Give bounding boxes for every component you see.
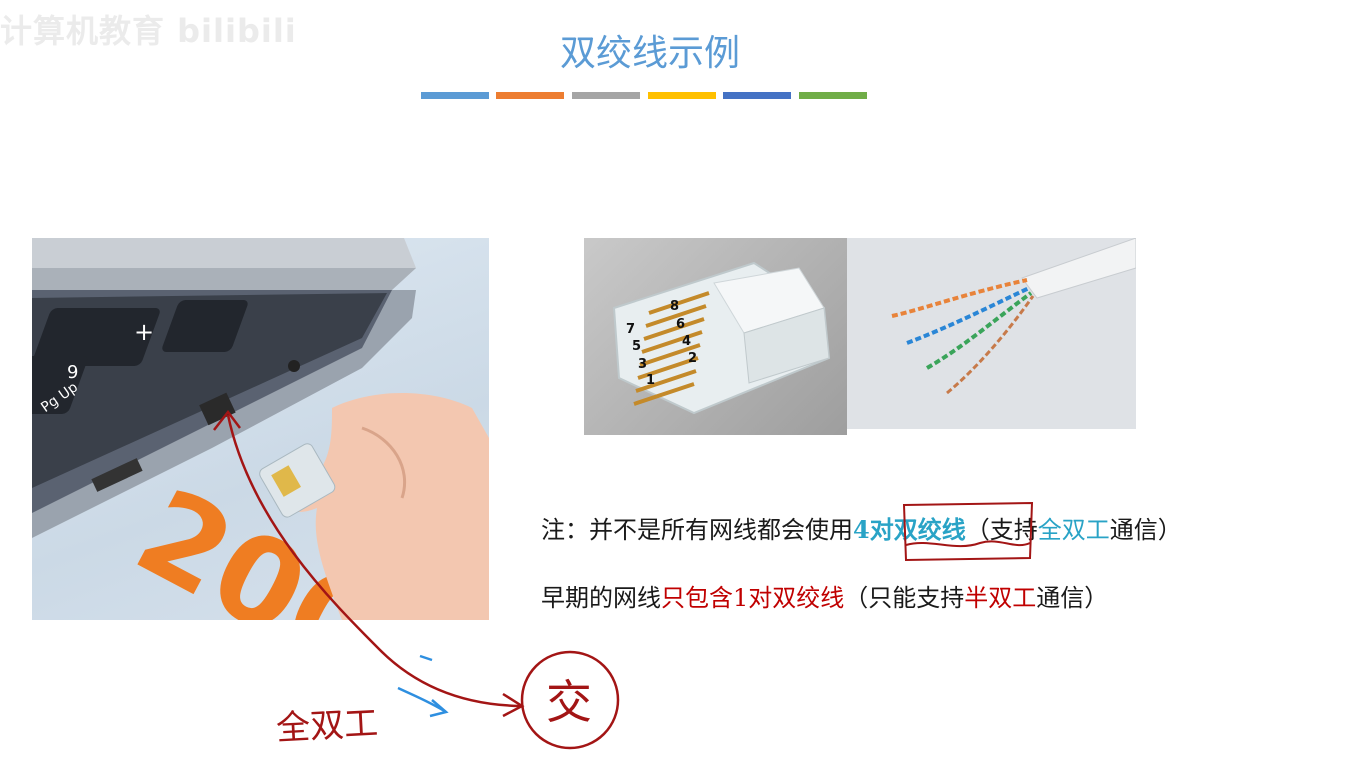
switch-handwritten-label: 交: [546, 675, 592, 729]
arrow-head-right-icon: [502, 692, 525, 718]
note-line-1: 注：并不是所有网线都会使用4对双绞线（支持全双工通信）: [541, 510, 1182, 545]
laptop-ethernet-photo: 2000 + 9 Pg Up: [32, 238, 489, 620]
note-line-2-suffix: 通信）: [1036, 584, 1109, 612]
note-line-1-highlight: 4对双绞线: [853, 515, 966, 544]
blue-tick-mark: [419, 654, 433, 662]
blue-arrow-head-icon: [429, 699, 449, 718]
note-line-1-middle: （支持: [965, 516, 1038, 544]
note-line-2-middle: （只能支持: [844, 584, 965, 612]
note-line-1-prefix: 注：并不是所有网线都会使用: [541, 516, 853, 544]
pin-label-3: 3: [638, 357, 647, 372]
key-9-label: 9: [67, 362, 78, 383]
note-line-2: 早期的网线只包含1对双绞线（只能支持半双工通信）: [541, 578, 1108, 613]
pin-label-1: 1: [646, 373, 655, 388]
slide-title: 双绞线示例: [559, 33, 740, 74]
rj45-connector-photo: 8 7 6 5 4 3 2 1: [584, 238, 847, 435]
color-bar-green: [799, 92, 867, 99]
pin-label-8: 8: [670, 299, 679, 314]
note-line-1-duplex: 全双工: [1037, 516, 1110, 544]
blue-arrow: [397, 686, 447, 714]
note-line-2-highlight: 只包含1对双绞线: [661, 584, 845, 612]
pin-label-2: 2: [688, 351, 697, 366]
pin-label-7: 7: [626, 322, 635, 337]
color-bar-blue: [421, 92, 489, 99]
color-bar-gray: [572, 92, 640, 99]
switch-circle: [520, 650, 620, 750]
note-line-2-duplex: 半双工: [964, 584, 1037, 612]
pin-label-5: 5: [632, 339, 641, 354]
pin-label-4: 4: [682, 334, 691, 349]
color-bar-orange: [496, 92, 564, 99]
key-plus-label: +: [134, 318, 154, 346]
twisted-pair-cable-photo: [847, 238, 1136, 429]
note-line-1-suffix: 通信）: [1109, 516, 1182, 544]
note-line-2-prefix: 早期的网线: [541, 584, 661, 612]
color-bar-yellow: [648, 92, 716, 99]
color-bar-dark-blue: [723, 92, 791, 99]
pin-label-6: 6: [676, 317, 685, 332]
watermark: 计算机教育 bilibili: [0, 12, 297, 50]
full-duplex-handwritten-label: 全双工: [275, 704, 379, 749]
